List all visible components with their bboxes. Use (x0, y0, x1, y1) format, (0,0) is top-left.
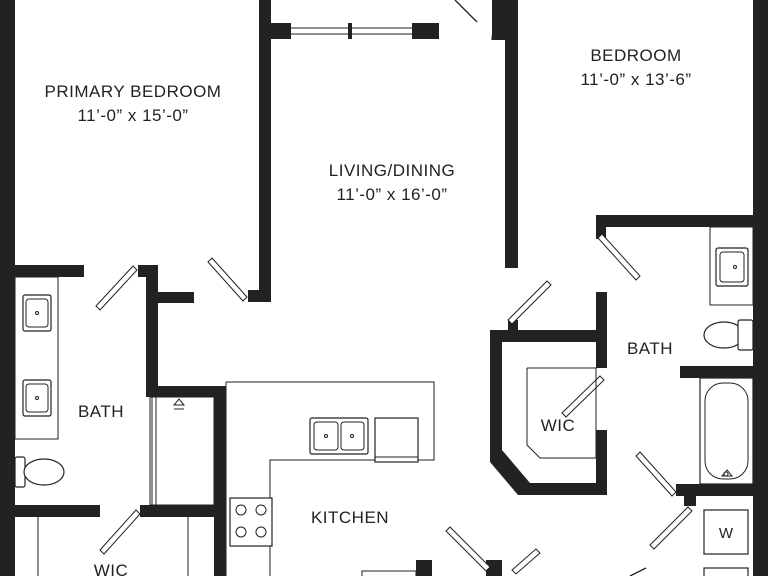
dishwasher (374, 417, 419, 463)
wall-laundry-top (676, 484, 768, 496)
wall-living-bedroom (505, 0, 518, 268)
closet-shelf-left (149, 396, 215, 506)
burner-3 (235, 526, 247, 538)
sink-left-1-drain (35, 311, 39, 315)
wall-outer-left (0, 0, 15, 576)
kitchen-island (226, 381, 435, 576)
door-bedroom (507, 280, 552, 325)
wall-bath-right-jog (146, 292, 194, 303)
windows (291, 27, 412, 35)
wall-tub-top (680, 366, 768, 378)
kitchen-name: KITCHEN (311, 508, 389, 527)
sink-right-drain (733, 265, 737, 269)
bedroom-name: BEDROOM (590, 46, 681, 65)
washer-label: W (719, 525, 734, 542)
door-kitchen-a (445, 526, 491, 572)
door-top-b (491, 0, 497, 41)
bedroom-size: 11’-0” x 13’-6” (580, 70, 691, 89)
wall-wic-top-stub (508, 320, 518, 334)
burner-4 (255, 526, 267, 538)
sink-left-1-basin (25, 298, 49, 328)
door-bath-left (95, 265, 138, 311)
door-laundry-a (635, 451, 677, 497)
doors (95, 0, 693, 576)
primary-bedroom-size: 11’-0” x 15’-0” (77, 106, 188, 125)
wic-right-name: WIC (541, 416, 576, 435)
vent-symbol-left (172, 398, 186, 406)
living-dining-size: 11’-0” x 16’-0” (336, 185, 447, 204)
wall-bath-wic-right (140, 505, 226, 517)
wall-laundry-stub (684, 484, 696, 506)
wic-left-name: WIC (94, 561, 129, 576)
toilet-left-bowl (23, 458, 65, 486)
living-dining-name: LIVING/DINING (329, 161, 455, 180)
sink-left-2-basin (25, 383, 49, 413)
wic-right-shelf (526, 367, 597, 459)
door-kitchen-c (629, 567, 647, 576)
fixtures (14, 226, 754, 576)
wall-bottom-stub-1 (416, 560, 432, 576)
door-wic-left (99, 509, 141, 555)
wall-bath-wic (0, 505, 100, 517)
room-labels: PRIMARY BEDROOM 11’-0” x 15’-0” LIVING/D… (45, 46, 734, 576)
wall-bottom-stub-2 (486, 560, 502, 576)
vent-symbol-right (720, 469, 734, 477)
kitchen-sink-drain-r (350, 434, 354, 438)
wall-primary-living (259, 0, 271, 302)
wall-top-stub-right (412, 23, 439, 39)
door-primary-bedroom (207, 257, 248, 302)
wall-wic-bottom (518, 483, 607, 495)
wall-bath-left-lower (596, 430, 607, 494)
sink-right-basin (719, 251, 745, 283)
wall-outer-right (753, 0, 768, 576)
kitchen-sink-basin-right (340, 421, 365, 451)
kitchen-sink-basin-left (313, 421, 339, 451)
stove (229, 497, 273, 547)
sink-right (715, 247, 749, 287)
wall-top-stub-left (259, 23, 291, 39)
wall-bedroom-bath (596, 215, 768, 227)
door-top-a (454, 0, 478, 23)
door-bath-right (597, 233, 641, 281)
bathtub-basin (704, 382, 749, 480)
bath-right-name: BATH (627, 339, 673, 358)
kitchen-sink-drain-l (324, 434, 328, 438)
door-laundry-b (649, 506, 693, 550)
burner-2 (255, 504, 267, 516)
wall-primary-bath (0, 265, 84, 277)
sink-left-2-drain (35, 396, 39, 400)
bathtub (699, 377, 754, 485)
door-kitchen-b (511, 548, 541, 575)
sink-left-2 (22, 379, 52, 417)
window-mullion (348, 23, 352, 39)
vanity-left (14, 276, 59, 440)
wall-primary-living-jog (248, 290, 270, 302)
wall-bath-right (146, 265, 158, 397)
bath-left-name: BATH (78, 402, 124, 421)
wall-living-bedroom-top (492, 0, 518, 40)
kitchen-bottom-counter (361, 570, 417, 576)
dryer (703, 567, 749, 576)
toilet-right-tank (737, 319, 754, 351)
primary-bedroom-name: PRIMARY BEDROOM (45, 82, 222, 101)
wall-wic-left (490, 330, 502, 460)
washer (703, 509, 749, 555)
sink-left-1 (22, 294, 52, 332)
kitchen-sink (309, 417, 369, 455)
wall-bedroom-bath-stub (596, 215, 606, 239)
wall-kitchen-left (214, 386, 226, 576)
burner-1 (235, 504, 247, 516)
wall-wic-top (490, 330, 606, 342)
door-wic-right (561, 375, 605, 418)
vanity-right (709, 226, 754, 306)
wall-closet-top (146, 386, 226, 397)
